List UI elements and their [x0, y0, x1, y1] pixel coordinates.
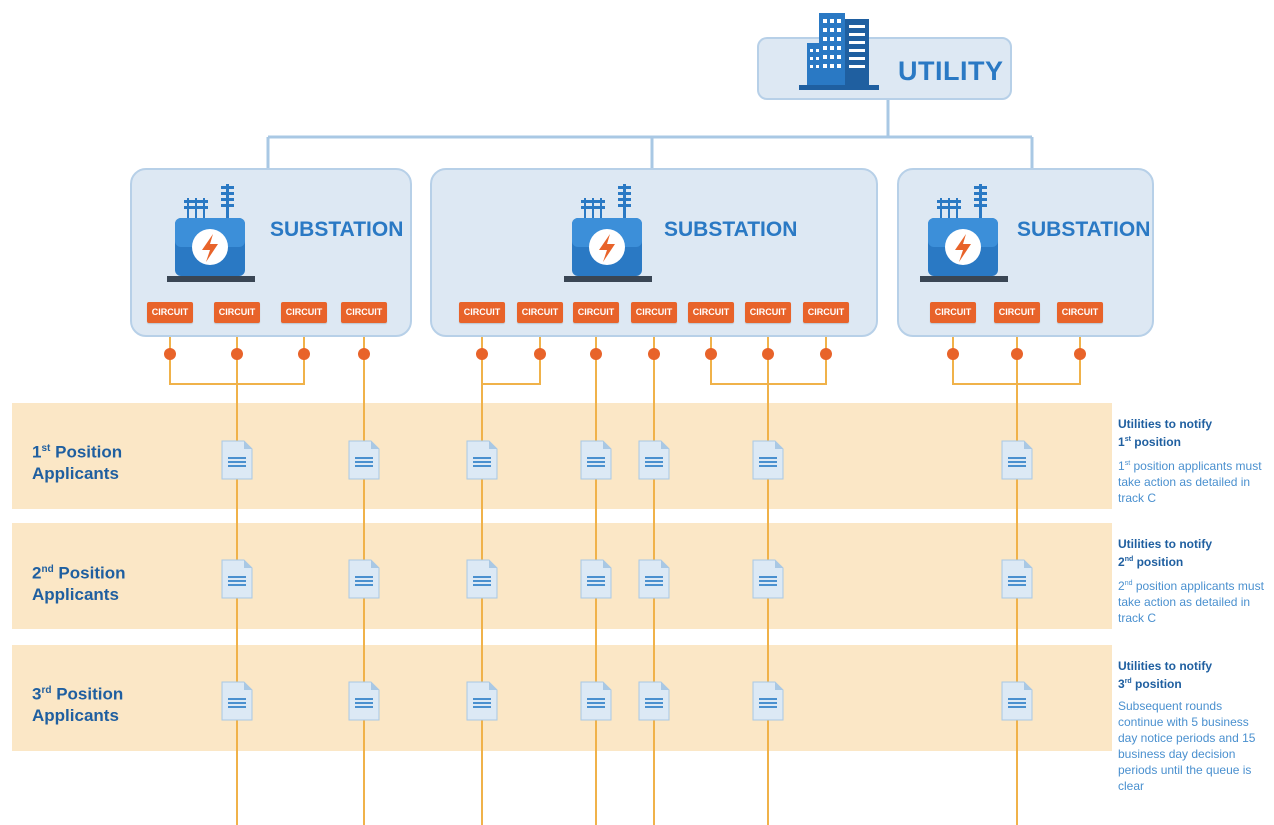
circuit-node-icon [762, 348, 774, 360]
circuit-node-icon [358, 348, 370, 360]
note-body: 1st position applicants must take action… [1118, 459, 1262, 505]
document-icon [1001, 681, 1033, 721]
substation-title-2: SUBSTATION [664, 218, 798, 241]
document-icon [221, 681, 253, 721]
circuit-node-icon [231, 348, 243, 360]
substation-icon [920, 184, 1008, 282]
note-3rd-position: Utilities to notify 3rd position Subsequ… [1118, 658, 1268, 794]
document-icon [348, 559, 380, 599]
position-label-3: 3rd Position Applicants [32, 684, 124, 725]
substation-icon [167, 184, 255, 282]
circuit-2-3: CIRCUIT [573, 302, 619, 323]
document-icon [348, 440, 380, 480]
band-2nd-position [12, 523, 1112, 629]
document-icon [752, 559, 784, 599]
circuit-node-icon [164, 348, 176, 360]
document-icon [752, 440, 784, 480]
band-1st-position [12, 403, 1112, 509]
circuit-2-1: CIRCUIT [459, 302, 505, 323]
note-body: 2nd position applicants must take action… [1118, 579, 1264, 625]
document-icon [580, 681, 612, 721]
circuit-2-6: CIRCUIT [745, 302, 791, 323]
utility-connectors [266, 100, 1034, 168]
circuit-node-icon [1074, 348, 1086, 360]
circuit-node-icon [298, 348, 310, 360]
circuit-node-icon [947, 348, 959, 360]
document-icon [638, 440, 670, 480]
note-title: Utilities to notify 1st position [1118, 417, 1212, 449]
substation-title-3: SUBSTATION [1017, 218, 1151, 241]
circuit-3-3: CIRCUIT [1057, 302, 1103, 323]
circuit-node-icon [705, 348, 717, 360]
note-2nd-position: Utilities to notify 2nd position 2nd pos… [1118, 536, 1268, 626]
position-label-1: 1st Position Applicants [32, 442, 123, 483]
note-body: Subsequent rounds continue with 5 busine… [1118, 699, 1256, 793]
circuit-node-icon [534, 348, 546, 360]
utility-title: UTILITY [898, 56, 1004, 86]
substation-icon [564, 184, 652, 282]
substation-title-1: SUBSTATION [270, 218, 404, 241]
circuit-node-icon [1011, 348, 1023, 360]
band-3rd-position [12, 645, 1112, 751]
note-1st-position: Utilities to notify 1st position 1st pos… [1118, 416, 1268, 506]
circuit-3-1: CIRCUIT [930, 302, 976, 323]
circuit-2-5: CIRCUIT [688, 302, 734, 323]
document-icon [221, 559, 253, 599]
document-icon [466, 681, 498, 721]
building-icon [799, 13, 879, 90]
document-icon [1001, 440, 1033, 480]
circuit-node-icon [648, 348, 660, 360]
document-icon [638, 559, 670, 599]
circuit-1-3: CIRCUIT [281, 302, 327, 323]
document-icon [466, 559, 498, 599]
circuit-node-icon [590, 348, 602, 360]
circuit-2-4: CIRCUIT [631, 302, 677, 323]
circuit-3-2: CIRCUIT [994, 302, 1040, 323]
circuit-1-2: CIRCUIT [214, 302, 260, 323]
circuit-node-icon [476, 348, 488, 360]
circuit-1-1: CIRCUIT [147, 302, 193, 323]
document-icon [580, 559, 612, 599]
document-icon [466, 440, 498, 480]
position-label-2: 2nd Position Applicants [32, 563, 126, 604]
document-icon [348, 681, 380, 721]
document-icon [221, 440, 253, 480]
circuit-1-4: CIRCUIT [341, 302, 387, 323]
circuit-2-7: CIRCUIT [803, 302, 849, 323]
document-icon [752, 681, 784, 721]
note-title: Utilities to notify 2nd position [1118, 537, 1212, 569]
circuit-node-icon [820, 348, 832, 360]
document-icon [1001, 559, 1033, 599]
circuit-2-2: CIRCUIT [517, 302, 563, 323]
note-title: Utilities to notify 3rd position [1118, 659, 1212, 691]
document-icon [638, 681, 670, 721]
document-icon [580, 440, 612, 480]
